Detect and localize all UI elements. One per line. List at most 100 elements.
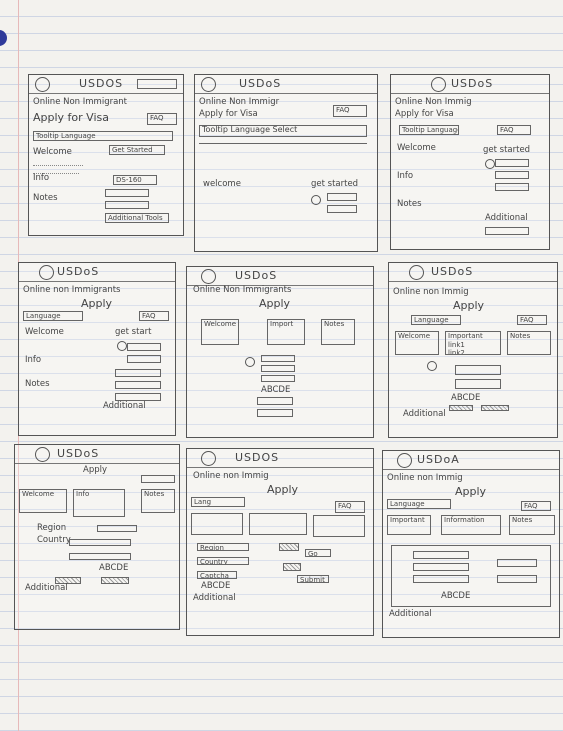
important-card-title: Important [448, 332, 483, 340]
notes-label: Notes [397, 199, 422, 209]
form-field[interactable] [485, 227, 529, 235]
welcome-card[interactable]: Welcome [395, 331, 439, 355]
link-1[interactable]: link1 [448, 341, 465, 349]
form-field[interactable] [283, 563, 301, 571]
faq-button[interactable]: FAQ [335, 501, 365, 513]
ds160-button[interactable]: DS-160 [113, 175, 157, 185]
language-select[interactable]: Language [387, 499, 451, 509]
form-field[interactable] [455, 379, 501, 389]
additional-label: Additional [389, 609, 432, 619]
radio-option[interactable] [117, 341, 127, 351]
welcome-card[interactable]: Welcome [19, 489, 67, 513]
region-label: Region [37, 523, 67, 533]
form-field[interactable] [257, 409, 293, 417]
faq-button[interactable]: FAQ [139, 311, 169, 321]
form-field[interactable] [127, 343, 161, 351]
welcome-card[interactable]: Welcome [201, 319, 239, 345]
form-field[interactable] [455, 365, 501, 375]
form-field[interactable] [261, 365, 295, 372]
region-select[interactable]: Region [197, 543, 249, 551]
language-select[interactable]: Language [23, 311, 83, 321]
form-field[interactable] [279, 543, 299, 551]
notes-card[interactable]: Notes [507, 331, 551, 355]
faq-button[interactable]: FAQ [333, 105, 367, 117]
get-started-label: get start [115, 327, 152, 337]
form-field[interactable] [327, 193, 357, 201]
form-field[interactable] [413, 551, 469, 559]
form-field[interactable] [495, 171, 529, 179]
form-field[interactable] [497, 575, 537, 583]
additional-label: Additional [103, 401, 146, 411]
form-button[interactable] [101, 577, 129, 584]
get-started-label: get started [483, 145, 531, 155]
sketch-7: USDoS Apply Welcome Info Notes Region Co… [14, 444, 180, 630]
form-field[interactable] [261, 375, 295, 382]
logo-circle-icon [201, 77, 216, 92]
import-card[interactable]: Import [267, 319, 305, 345]
submit-button[interactable]: Submit [297, 575, 329, 583]
form-button[interactable] [481, 405, 509, 411]
info-card[interactable] [313, 515, 365, 537]
logo-circle-icon [39, 265, 54, 280]
language-select[interactable]: Tooltip Language [399, 125, 459, 135]
go-button[interactable]: Go [305, 549, 331, 557]
faq-button[interactable]: FAQ [521, 501, 551, 511]
form-button[interactable] [449, 405, 473, 411]
language-select[interactable]: Tooltip Language Select [199, 125, 367, 137]
brand-title: USDoS [57, 265, 100, 278]
form-field[interactable] [127, 355, 161, 363]
form-field[interactable] [115, 369, 161, 377]
radio-option[interactable] [485, 159, 495, 169]
form-button[interactable] [55, 577, 81, 584]
form-field[interactable] [105, 189, 149, 197]
faq-button[interactable]: FAQ [147, 113, 177, 125]
form-field[interactable] [69, 553, 131, 560]
abcde-label: ABCDE [261, 385, 291, 395]
form-field[interactable] [413, 575, 469, 583]
form-field[interactable] [115, 381, 161, 389]
faq-button[interactable]: FAQ [517, 315, 547, 325]
get-started-button[interactable]: Get Started [109, 145, 165, 155]
important-card[interactable]: Important [387, 515, 431, 535]
info-card[interactable] [191, 513, 243, 535]
country-select[interactable]: Country [197, 557, 249, 565]
notes-card[interactable]: Notes [141, 489, 175, 513]
radio-option[interactable] [245, 357, 255, 367]
captcha-field[interactable]: Captcha [197, 571, 237, 579]
brand-title: USDoS [431, 265, 474, 278]
radio-option[interactable] [427, 361, 437, 371]
important-card[interactable]: Important link1 link2 [445, 331, 501, 355]
notes-label: Notes [33, 193, 58, 203]
search-input[interactable] [137, 79, 177, 89]
radio-option[interactable] [311, 195, 321, 205]
language-select[interactable]: Lang [191, 497, 245, 507]
language-select[interactable]: Language [411, 315, 461, 325]
notes-card[interactable]: Notes [509, 515, 555, 535]
form-field[interactable] [495, 183, 529, 191]
welcome-label: Welcome [33, 147, 72, 157]
form-field[interactable] [495, 159, 529, 167]
link-2[interactable]: link2 [448, 349, 465, 355]
header: USDoS [19, 263, 175, 282]
information-card[interactable]: Information [441, 515, 501, 535]
info-card[interactable]: Info [73, 489, 125, 517]
notes-card[interactable]: Notes [321, 319, 355, 345]
additional-tools-button[interactable]: Additional Tools [105, 213, 169, 223]
text-line [33, 159, 83, 166]
form-field[interactable] [115, 393, 161, 401]
language-select[interactable]: Tooltip Language [33, 131, 173, 141]
faq-button[interactable]: FAQ [497, 125, 531, 135]
form-field[interactable] [257, 397, 293, 405]
form-field[interactable] [97, 525, 137, 532]
form-field[interactable] [105, 201, 149, 209]
form-field[interactable] [327, 205, 357, 213]
subtitle: Online non Immig [393, 287, 469, 297]
info-card[interactable] [249, 513, 307, 535]
sketch-8: USDOS Online non Immig Apply Lang FAQ Re… [186, 448, 374, 636]
form-field[interactable] [69, 539, 131, 546]
form-field[interactable] [497, 559, 537, 567]
form-field[interactable] [413, 563, 469, 571]
form-field[interactable] [261, 355, 295, 362]
search-input[interactable] [141, 475, 175, 483]
